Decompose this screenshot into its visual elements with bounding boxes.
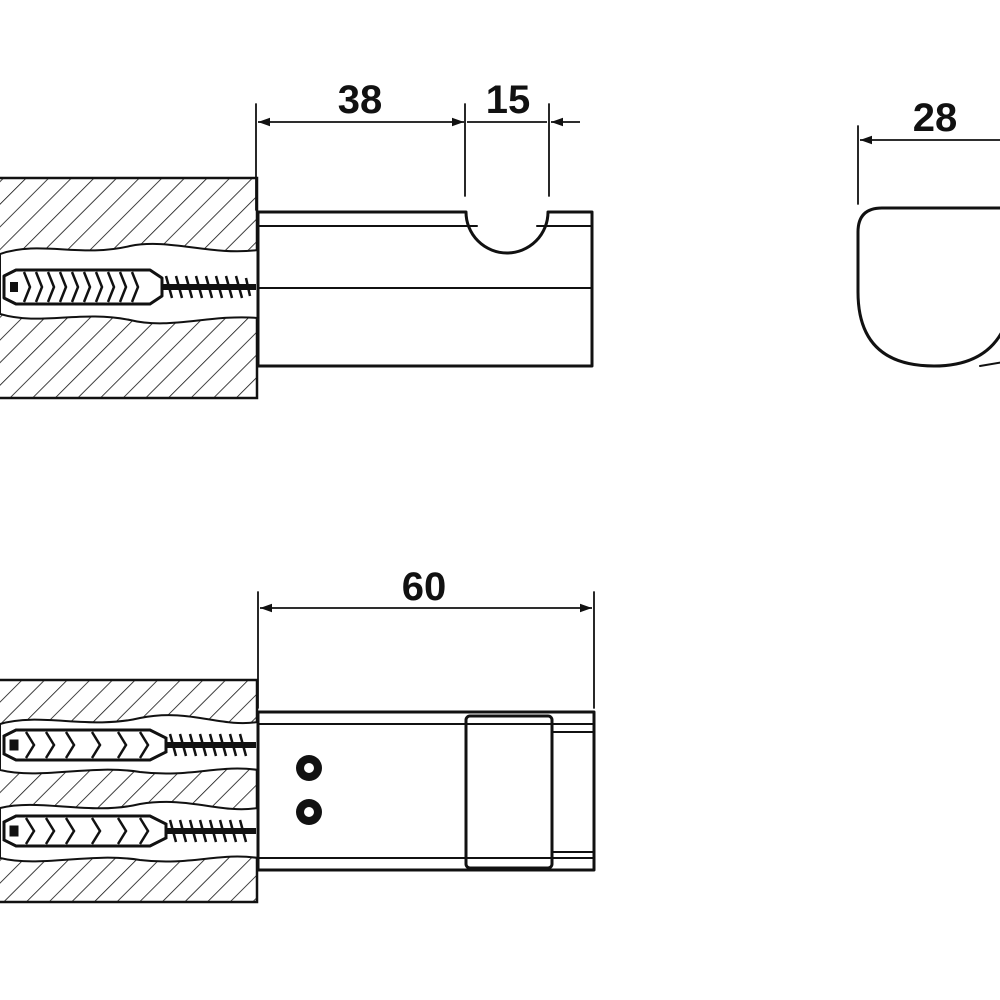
screw-bottom-1 bbox=[166, 733, 256, 757]
wall-plug-top bbox=[2, 268, 164, 306]
screw-top bbox=[162, 275, 256, 299]
dimension-28: 28 bbox=[857, 96, 1000, 205]
hook-front-profile bbox=[856, 206, 1000, 368]
wall-plug-bottom-2 bbox=[2, 814, 168, 848]
dimension-15: 15 bbox=[464, 78, 580, 197]
front-view: 28 bbox=[856, 96, 1000, 368]
wall-plug-bottom-1 bbox=[2, 728, 168, 762]
dimension-label-60: 60 bbox=[402, 565, 447, 609]
dimension-38: 38 bbox=[255, 78, 464, 211]
dimension-label-15: 15 bbox=[486, 78, 531, 122]
side-view-top: 38 15 bbox=[0, 78, 594, 400]
dimension-60: 60 bbox=[257, 565, 595, 709]
wall-section-bottom bbox=[0, 678, 259, 904]
screw-bottom-2 bbox=[166, 819, 256, 843]
dimension-label-38: 38 bbox=[338, 78, 383, 122]
screw-hole-1 bbox=[296, 755, 322, 781]
plan-view-bottom: 60 bbox=[0, 565, 596, 904]
hook-body-side bbox=[256, 210, 594, 368]
screw-hole-2 bbox=[296, 799, 322, 825]
hook-body-plan bbox=[256, 710, 596, 872]
dimension-label-28: 28 bbox=[913, 96, 958, 140]
